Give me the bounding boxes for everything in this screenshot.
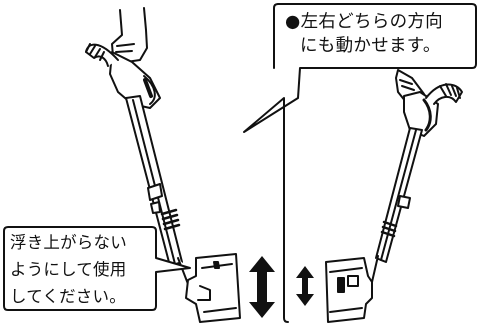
left-nozzle-head <box>185 253 241 323</box>
right-note-line-2: にも動かせます。 <box>300 36 441 56</box>
right-note-line-1: ●左右どちらの方向 <box>285 12 443 32</box>
left-note-line-2: ようにして使用 <box>10 260 127 279</box>
small-move-arrow-icon <box>296 266 314 306</box>
vertical-move-arrow-icon <box>249 256 275 318</box>
right-callout-box <box>243 3 477 133</box>
left-note-line-1: 浮き上がらない <box>10 233 127 252</box>
right-vacuum-figure <box>325 69 463 323</box>
left-callout-box <box>3 226 191 311</box>
left-note-line-3: してください。 <box>10 287 126 306</box>
right-nozzle-head <box>325 257 373 323</box>
